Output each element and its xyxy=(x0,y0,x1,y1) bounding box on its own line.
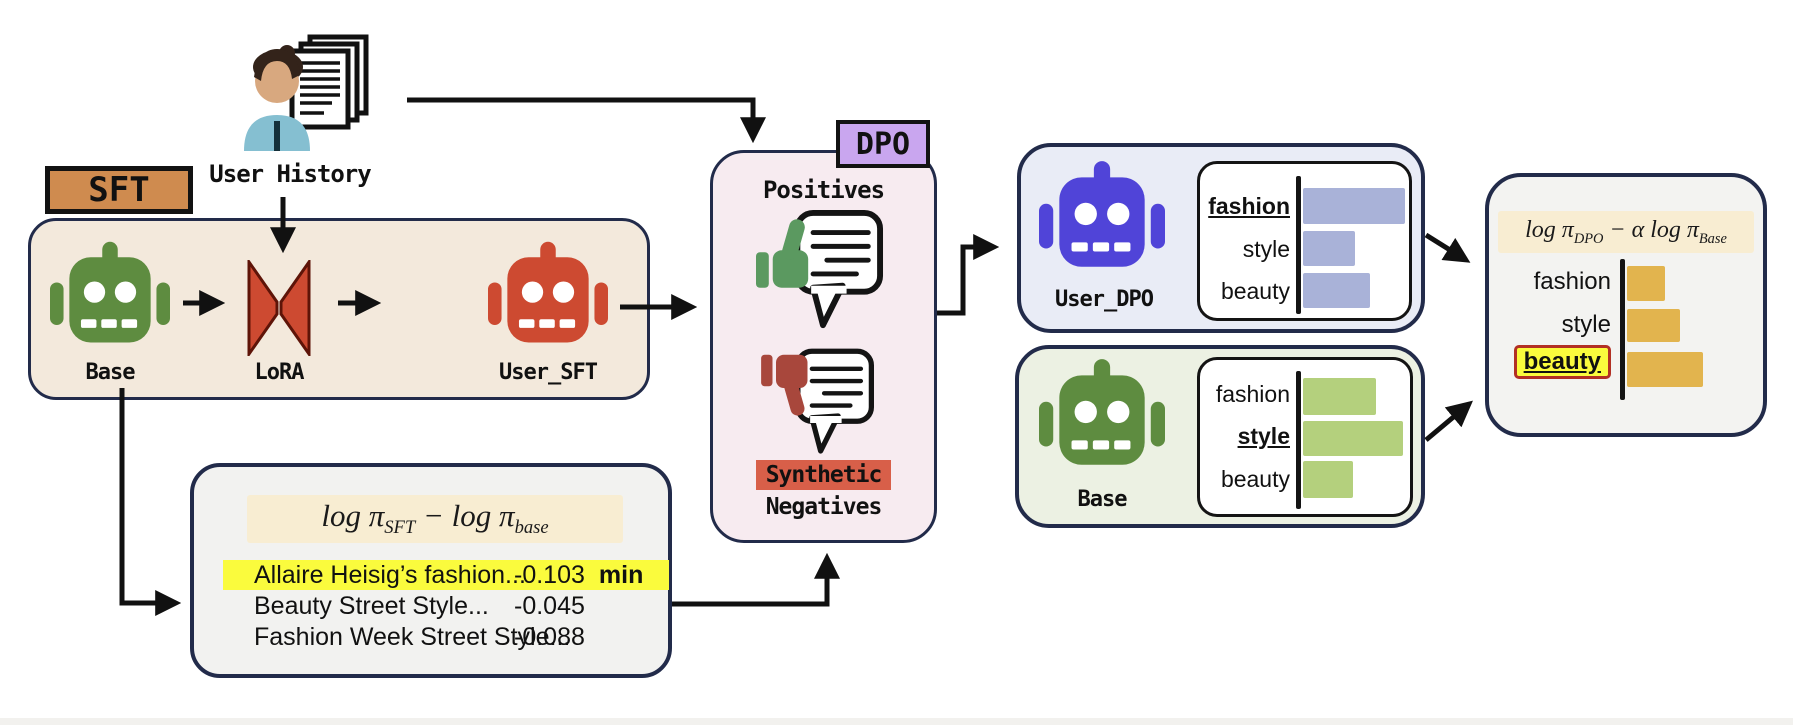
row-value: -0.103 xyxy=(514,560,585,589)
arrow-sftscoring-to-dpo xyxy=(672,552,840,607)
person-icon xyxy=(244,45,310,151)
category-label: fashion xyxy=(1533,268,1611,295)
score-row-highlighted: Allaire Heisig’s fashion... -0.103 min xyxy=(223,560,669,590)
bar-style xyxy=(1627,309,1680,342)
arrow-userhistory-to-dpo xyxy=(407,97,766,144)
beauty-badge-wrap: beauty xyxy=(1489,345,1611,379)
final-scoring-box: log πDPO − α log πBase fashion style bea… xyxy=(1485,173,1767,437)
user-history-label: User History xyxy=(209,160,371,188)
score-row: Fashion Week Street Style... -0.088 xyxy=(223,622,669,652)
user-dpo-robot-icon xyxy=(1039,159,1165,277)
lora-icon xyxy=(246,257,312,359)
category-label: style xyxy=(1242,236,1290,262)
category-label: fashion xyxy=(1208,193,1290,219)
arrow-userdpo-to-final xyxy=(1424,232,1471,263)
thumbs-down-comment-icon xyxy=(758,346,878,458)
user-dpo-label: User_DPO xyxy=(1055,287,1154,312)
row-value: -0.088 xyxy=(514,622,585,651)
thumb-down-glyph xyxy=(761,354,808,416)
row-title: Allaire Heisig’s fashion... xyxy=(254,560,526,589)
user-dpo-model-box: User_DPO fashion style beauty xyxy=(1017,143,1425,333)
chart-axis xyxy=(1296,371,1301,509)
base-chart-panel: fashion style beauty xyxy=(1197,357,1413,517)
documents-stack-icon xyxy=(289,34,369,130)
thumbs-up-comment-icon xyxy=(756,206,884,334)
base-robot-icon xyxy=(50,240,170,352)
synthetic-label: Synthetic xyxy=(755,460,892,490)
user-sft-robot-label: User_SFT xyxy=(499,360,598,385)
sft-formula: log πSFT − log πbase xyxy=(321,498,549,539)
dpo-tag: DPO xyxy=(836,120,930,168)
category-label: style xyxy=(1237,423,1290,449)
sft-formula-band: log πSFT − log πbase xyxy=(247,495,623,543)
bar-beauty xyxy=(1627,352,1703,387)
user-dpo-chart-panel: fashion style beauty xyxy=(1197,161,1412,321)
beauty-highlight-badge: beauty xyxy=(1513,345,1611,379)
category-label: style xyxy=(1561,311,1611,338)
thumb-up-glyph xyxy=(756,219,809,288)
bar-fashion xyxy=(1303,378,1376,415)
sft-tag: SFT xyxy=(45,166,193,214)
arrow-dpo-to-userdpo xyxy=(937,234,1000,316)
synthetic-label-wrap: Synthetic xyxy=(710,460,937,490)
bar-style xyxy=(1303,231,1355,266)
negatives-label: Negatives xyxy=(765,494,883,520)
chart-axis xyxy=(1620,259,1625,400)
bar-style xyxy=(1303,421,1403,456)
footer-strip xyxy=(0,718,1793,725)
arrow-base-to-final xyxy=(1424,400,1473,442)
row-title: Beauty Street Style... xyxy=(254,591,489,620)
positives-label: Positives xyxy=(762,176,885,204)
row-value: -0.045 xyxy=(514,591,585,620)
bar-fashion xyxy=(1627,266,1665,301)
row-min-tag: min xyxy=(598,560,644,589)
base-model-box: Base fashion style beauty xyxy=(1015,345,1425,528)
base-model-label: Base xyxy=(1077,487,1128,512)
user-sft-robot-icon xyxy=(488,240,608,352)
category-label: beauty xyxy=(1220,466,1290,492)
bar-beauty xyxy=(1303,461,1353,498)
lora-label: LoRA xyxy=(254,360,305,385)
final-formula-band: log πDPO − α log πBase xyxy=(1498,211,1754,253)
bar-fashion xyxy=(1303,188,1405,224)
chart-axis xyxy=(1296,176,1301,314)
base-model-robot-icon xyxy=(1039,357,1165,475)
category-label: fashion xyxy=(1215,381,1290,407)
user-history-icon xyxy=(240,33,380,153)
bar-beauty xyxy=(1303,273,1370,308)
arrow-base-to-sftscoring xyxy=(119,388,182,616)
base-robot-label: Base xyxy=(85,360,136,385)
row-title: Fashion Week Street Style... xyxy=(254,622,571,651)
category-label: beauty xyxy=(1220,278,1290,304)
score-row: Beauty Street Style... -0.045 xyxy=(223,591,669,621)
final-formula: log πDPO − α log πBase xyxy=(1525,216,1727,247)
sft-scoring-box: log πSFT − log πbase Allaire Heisig’s fa… xyxy=(190,463,672,678)
